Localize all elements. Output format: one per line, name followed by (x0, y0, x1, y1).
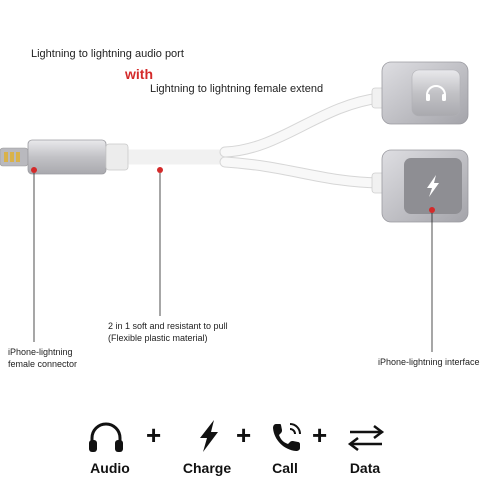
cable-branch-upper (220, 93, 385, 157)
callout-left-line-2: female connector (8, 359, 78, 369)
lightning-female-connector (371, 149, 469, 223)
headline-line-3: Lightning to lightning female extend (150, 83, 324, 95)
callout-right: iPhone-lightning interface (378, 357, 480, 367)
feature-label-charge: Charge (182, 460, 232, 476)
callout-middle-line-2: (Flexible plastic material) (108, 333, 208, 343)
sync-arrows-icon (346, 422, 386, 454)
phone-icon (270, 420, 304, 454)
feature-label-call: Call (272, 460, 298, 476)
feature-label-audio: Audio (90, 460, 130, 476)
plus-sign-2: + (236, 420, 252, 450)
plug-housing (27, 139, 129, 175)
callout-left-line-1: iPhone-lightning (8, 347, 73, 357)
callout-middle: 2 in 1 soft and resistant to pull (Flexi… (108, 320, 228, 344)
cable-branch-lower (220, 157, 385, 188)
lightning-bolt-icon (194, 418, 224, 454)
plus-sign-3: + (312, 420, 328, 450)
headline-line-2: with (125, 66, 153, 82)
plus-sign-1: + (146, 420, 162, 450)
callout-markers (31, 167, 435, 352)
lightning-plug-tip (0, 147, 29, 167)
feature-label-data: Data (349, 460, 381, 476)
callout-middle-line-1: 2 in 1 soft and resistant to pull (108, 321, 228, 331)
product-illustration (0, 61, 469, 352)
callout-left: iPhone-lightning female connector (8, 346, 77, 370)
audio-female-connector (371, 61, 469, 125)
headphones-icon (426, 85, 446, 101)
headline-line-1: Lightning to lightning audio port (31, 48, 184, 60)
lightning-bolt-icon (427, 175, 439, 197)
headphones-icon (86, 420, 126, 456)
